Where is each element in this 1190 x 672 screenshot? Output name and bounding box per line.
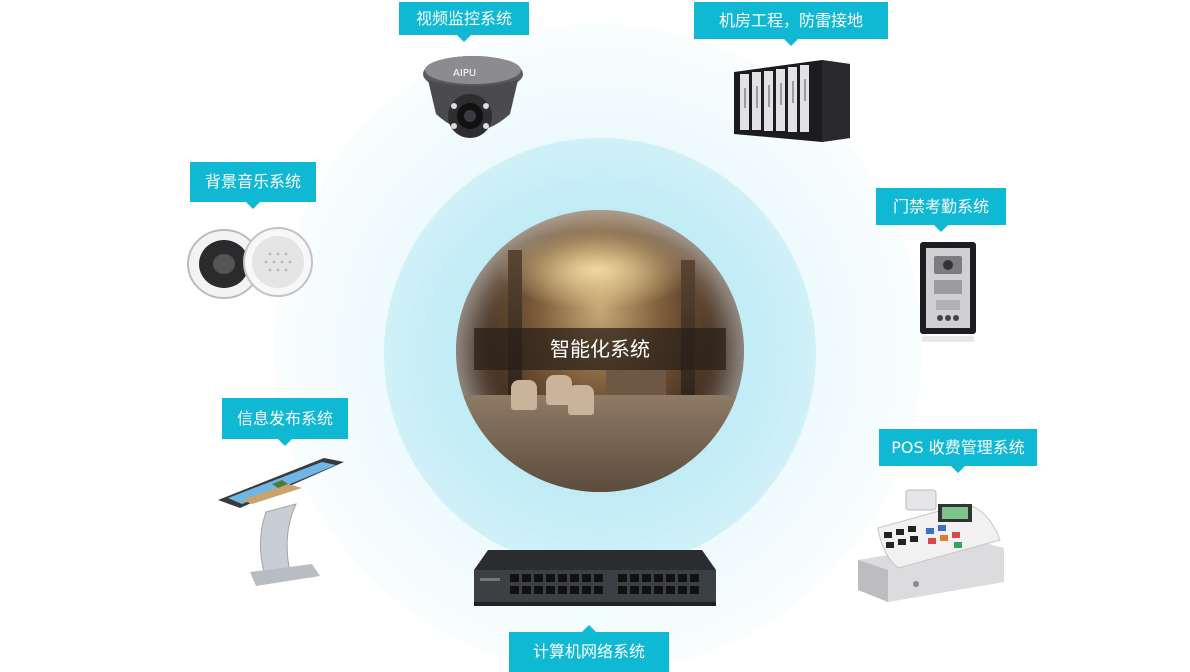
door-intercom-icon: [920, 242, 976, 342]
tag-video-surveillance-label: 视频监控系统: [415, 9, 512, 28]
tag-background-music-label: 背景音乐系统: [204, 172, 301, 191]
network-switch-icon: [474, 550, 716, 606]
tag-computer-network-label: 计算机网络系统: [532, 642, 645, 661]
kiosk-display-icon: [218, 458, 344, 586]
tag-server-room-label: 机房工程，防雷接地: [718, 11, 863, 30]
camera-brand-text: AIPU: [453, 68, 476, 79]
tag-access-attendance[interactable]: 门禁考勤系统: [876, 188, 1006, 232]
tag-server-room[interactable]: 机房工程，防雷接地: [694, 2, 888, 46]
cash-register-icon: [858, 489, 1004, 602]
dome-camera-icon: AIPU: [423, 56, 523, 138]
tag-info-publishing[interactable]: 信息发布系统: [222, 398, 348, 446]
tag-pos-billing[interactable]: POS 收费管理系统: [879, 429, 1037, 473]
tag-access-attendance-label: 门禁考勤系统: [892, 197, 989, 216]
tag-computer-network[interactable]: 计算机网络系统: [509, 625, 669, 672]
tag-pos-billing-label: POS 收费管理系统: [891, 438, 1025, 457]
tag-video-surveillance[interactable]: 视频监控系统: [399, 2, 529, 42]
tag-background-music[interactable]: 背景音乐系统: [190, 162, 316, 209]
server-rack-icon: [734, 60, 850, 142]
tag-info-publishing-label: 信息发布系统: [236, 409, 333, 428]
ceiling-speaker-icon: [187, 227, 313, 299]
center-title: 智能化系统: [474, 328, 726, 370]
